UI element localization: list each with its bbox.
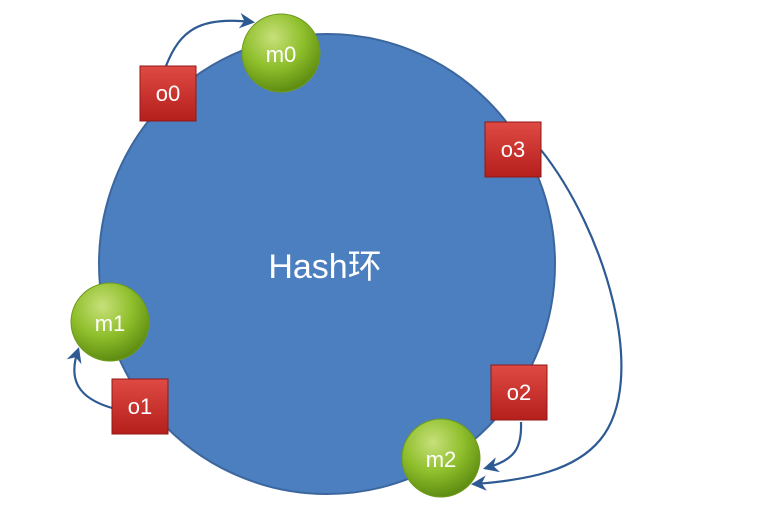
object-label-o3: o3 [501, 137, 525, 162]
object-box-o1: o1 [111, 378, 169, 435]
object-label-o0: o0 [156, 81, 180, 106]
object-box-o2: o2 [490, 364, 548, 421]
object-label-o2: o2 [507, 380, 531, 405]
hash-ring [98, 33, 556, 495]
object-box-o3: o3 [484, 121, 542, 178]
machine-node-m2: m2 [401, 418, 481, 498]
machine-label-m1: m1 [95, 311, 126, 336]
arrow-o1-to-m1 [66, 347, 113, 410]
arrow-o0-to-m0 [164, 12, 256, 67]
hash-ring-label: Hash环 [268, 248, 381, 286]
machine-label-m2: m2 [426, 447, 457, 472]
object-box-o0: o0 [139, 65, 197, 122]
object-label-o1: o1 [128, 394, 152, 419]
machine-node-m1: m1 [70, 282, 150, 362]
machine-label-m0: m0 [266, 42, 297, 67]
arrow-o3-to-m2 [470, 149, 623, 491]
machine-node-m0: m0 [241, 13, 321, 93]
arrow-o2-to-m2 [483, 421, 523, 473]
